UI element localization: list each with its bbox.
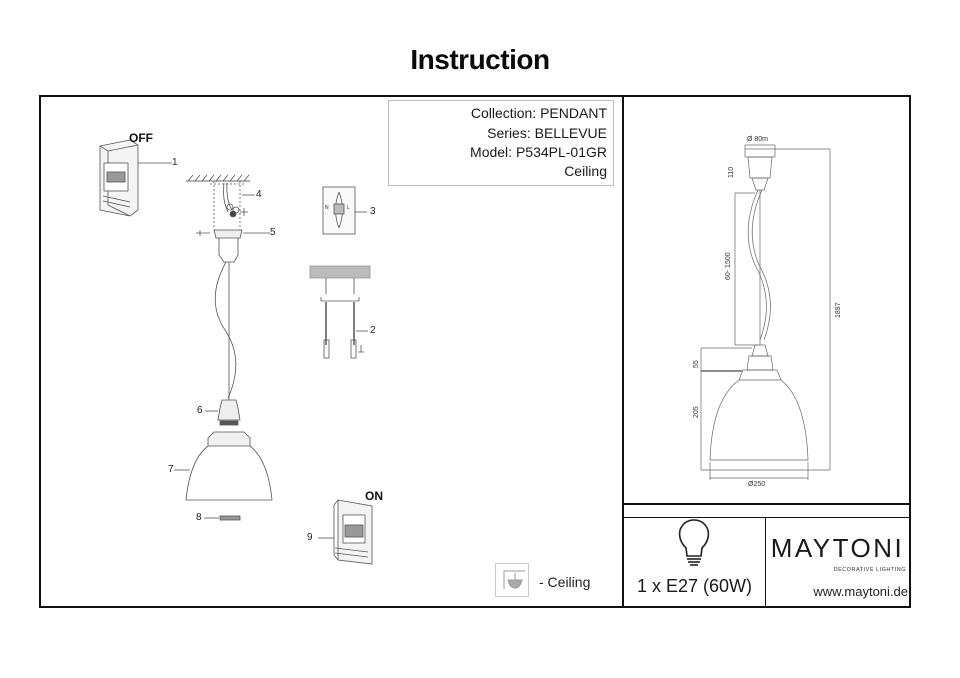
light-bulb-icon [678,519,710,566]
terminal-neutral-label: N [325,205,329,211]
bulb-spec: 1 x E27 (60W) [636,576,753,596]
canopy-height-dim: 110 [728,166,735,178]
divider [622,95,624,608]
collection-text: Collection: PENDANT [470,105,607,121]
instruction-frame [39,95,911,608]
mount-text: Ceiling [564,162,607,179]
series-text: Series: BELLEVUE [487,124,607,141]
brand-tagline: DECORATIVE LIGHTING [833,567,906,573]
callout-4: 4 [256,189,262,200]
off-label: OFF [129,131,153,145]
breaker-box-off-icon [99,139,139,217]
shade-height-dim: 205 [693,406,700,418]
callout-1: 1 [172,157,178,168]
cord-length-dim: 60- 1500 [725,252,732,280]
callout-2: 2 [370,325,376,336]
breaker-box-on-icon [333,499,373,565]
ceiling-legend-box [495,563,529,597]
divider [622,517,911,518]
page-title: Instruction [410,44,550,75]
model-text: Model: P534PL-01GR [470,144,607,160]
ceiling-mount-icon [503,570,525,589]
divider [765,517,766,608]
callout-8: 8 [196,512,202,523]
canopy-diameter-dim: Ø 80m [747,136,769,143]
brand-logo: MAYTONI [770,533,905,563]
callout-9: 9 [307,532,313,543]
callout-7: 7 [168,464,174,475]
shade-diameter-dim: Ø250 [748,481,766,488]
total-height-dim: 1897 [835,302,842,318]
callout-5: 5 [270,227,276,238]
brand-website[interactable]: www.maytoni.de [813,584,908,599]
divider [622,503,911,505]
ceiling-legend-label: - Ceiling [539,574,591,590]
on-label: ON [365,489,383,503]
callout-3: 3 [370,206,376,217]
product-info-box: Collection: PENDANT Series: BELLEVUE Mod… [388,100,614,186]
terminal-live-label: L [347,205,350,211]
callout-6: 6 [197,405,203,416]
socket-height-dim: 55 [693,360,700,368]
